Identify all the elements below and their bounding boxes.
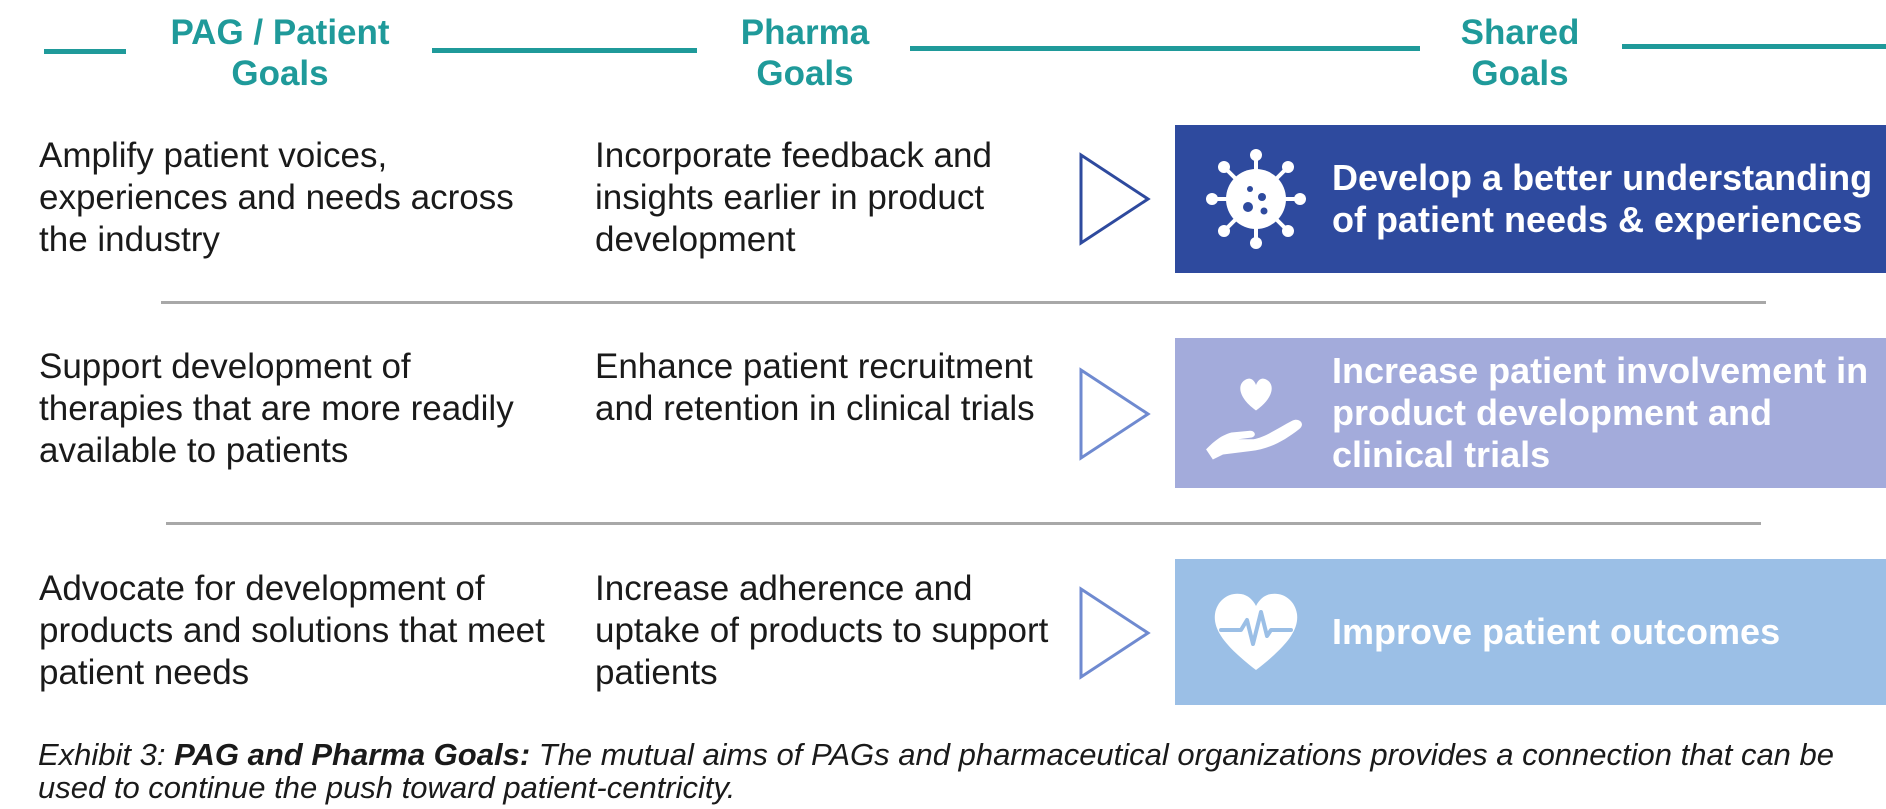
pag-goal-2: Support development of therapies that ar…	[39, 347, 514, 470]
header-rule-2	[432, 48, 697, 53]
shared-goal-text-1: Develop a better understanding of patien…	[1332, 157, 1873, 240]
row-separator-2	[166, 522, 1761, 525]
header-rule-4	[1622, 44, 1886, 49]
shared-goal-text-2: Increase patient involvement in product …	[1332, 350, 1869, 475]
virus-icon	[1201, 144, 1311, 254]
shared-goal-box-3: Improve patient outcomes	[1175, 559, 1886, 705]
caption-prefix: Exhibit 3:	[38, 737, 175, 772]
caption-title: PAG and Pharma Goals:	[174, 737, 531, 772]
arrow-right-icon	[1079, 586, 1151, 680]
header-shared-goals: Shared Goals	[1460, 13, 1580, 93]
shared-goal-box-2: Increase patient involvement in product …	[1175, 338, 1886, 488]
arrow-right-icon	[1079, 152, 1151, 246]
pharma-goal-2: Enhance patient recruitment and retentio…	[595, 347, 1035, 428]
row-separator-1	[161, 301, 1766, 304]
shared-goal-text-3: Improve patient outcomes	[1332, 611, 1781, 652]
arrow-right-icon	[1079, 367, 1151, 461]
pharma-goal-3: Increase adherence and uptake of product…	[595, 569, 1049, 692]
heartbeat-icon	[1201, 577, 1311, 687]
caption-body: The mutual aims of PAGs and pharmaceutic…	[38, 737, 1835, 805]
pag-goal-1: Amplify patient voices, experiences and …	[39, 136, 514, 259]
exhibit-caption: Exhibit 3: PAG and Pharma Goals: The mut…	[38, 738, 1868, 804]
pharma-goal-1: Incorporate feedback and insights earlie…	[595, 136, 992, 259]
header-pharma-goals: Pharma Goals	[740, 13, 870, 93]
header-rule-3	[910, 46, 1420, 51]
heart-hand-icon	[1201, 358, 1311, 468]
shared-goal-box-1: Develop a better understanding of patien…	[1175, 125, 1886, 273]
header-rule-1	[44, 49, 126, 54]
header-pag-goals: PAG / Patient Goals	[170, 13, 390, 93]
pag-goal-3: Advocate for development of products and…	[39, 569, 545, 692]
